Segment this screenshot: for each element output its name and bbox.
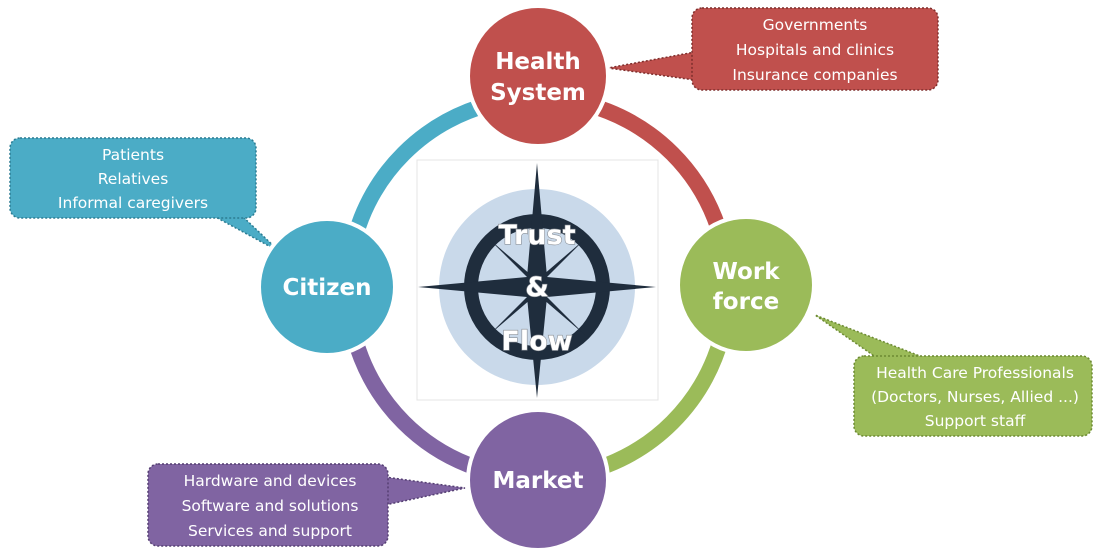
compass-rose-icon	[418, 163, 656, 398]
callout-pointer-health	[607, 51, 696, 81]
callout-workforce-line-3: Support staff	[925, 412, 1026, 430]
callout-box-workforce	[853, 355, 1093, 437]
node-label-citizen: Citizen	[282, 275, 371, 301]
callout-citizen-line-2: Relatives	[98, 170, 169, 188]
node-label-market: Market	[492, 468, 583, 494]
callout-health-system: Governments Hospitals and clinics Insura…	[607, 7, 939, 91]
callout-market-line-1: Hardware and devices	[184, 472, 357, 490]
callout-pointer-market	[384, 476, 466, 506]
center-compass: Trust & Flow	[416, 159, 659, 401]
node-market: Market	[466, 408, 610, 550]
node-citizen: Citizen	[257, 217, 397, 357]
center-label-line-1: Trust	[499, 220, 576, 251]
callout-box-market	[147, 463, 389, 547]
node-label-health-line-2: System	[490, 80, 586, 106]
center-label-line-3: Flow	[501, 326, 572, 357]
node-circle-health-system	[466, 4, 610, 148]
callout-citizen-line-1: Patients	[102, 146, 164, 164]
callout-citizen-line-3: Informal caregivers	[58, 194, 208, 212]
node-circle-citizen	[257, 217, 397, 357]
callout-pointer-citizen	[209, 213, 281, 253]
callout-health-line-1: Governments	[763, 16, 868, 34]
callout-health-line-2: Hospitals and clinics	[736, 41, 894, 59]
callout-health-line-3: Insurance companies	[732, 66, 897, 84]
node-circle-workforce	[676, 215, 816, 355]
callout-workforce-line-1: Health Care Professionals	[876, 364, 1074, 382]
node-workforce: Work force	[676, 215, 816, 355]
node-label-health-line-1: Health	[495, 49, 581, 75]
node-label-workforce-line-1: Work	[713, 259, 781, 285]
center-label-line-2: &	[525, 272, 549, 303]
callout-workforce-line-2: (Doctors, Nurses, Allied ...)	[871, 388, 1079, 406]
callout-box-citizen	[9, 137, 257, 219]
compass-star-main	[418, 163, 656, 398]
callout-market: Hardware and devices Software and soluti…	[147, 463, 466, 547]
callout-box-health	[691, 7, 939, 91]
callout-market-line-3: Services and support	[188, 522, 352, 540]
callout-workforce: Health Care Professionals (Doctors, Nurs…	[814, 314, 1093, 437]
callout-citizen: Patients Relatives Informal caregivers	[9, 137, 281, 253]
node-health-system: Health System	[466, 4, 610, 148]
node-circle-market	[466, 408, 610, 550]
callout-pointer-workforce	[814, 314, 931, 361]
node-label-workforce-line-2: force	[713, 289, 779, 315]
callout-market-line-2: Software and solutions	[182, 497, 359, 515]
